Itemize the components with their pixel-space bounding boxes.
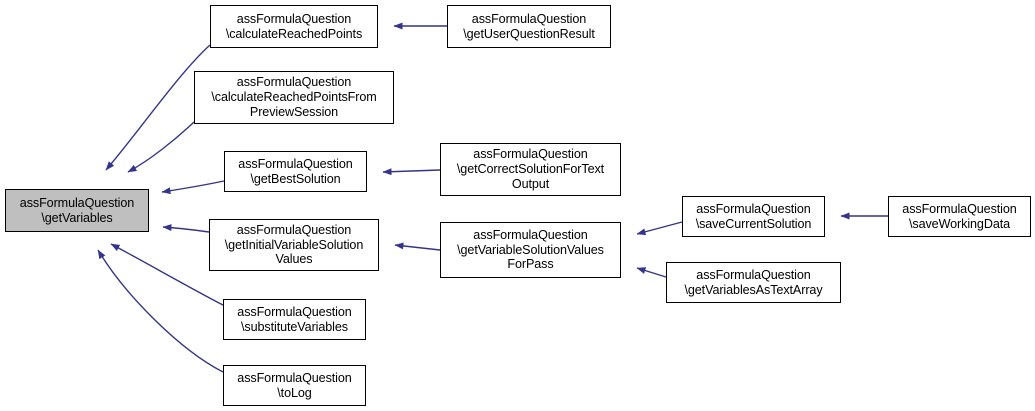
- graph-node-label: assFormulaQuestion \getVariables: [19, 195, 135, 225]
- graph-node-label: assFormulaQuestion \toLog: [237, 370, 352, 400]
- graph-edge-saveCurrentSolution-to-getVariableSolutionValuesForPass: [636, 221, 683, 236]
- graph-node-label: assFormulaQuestion \calculateReachedPoin…: [225, 11, 363, 41]
- graph-edge-getCorrectSolutionForTextOutput-to-getBestSolution: [382, 168, 441, 176]
- graph-node-label: assFormulaQuestion \calculateReachedPoin…: [211, 75, 377, 119]
- graph-node-getInitialVariableSolutionValues[interactable]: assFormulaQuestion \getInitialVariableSo…: [209, 219, 379, 271]
- graph-edge-toLog-to-getVariables: [97, 249, 224, 373]
- graph-node-substituteVariables[interactable]: assFormulaQuestion \substituteVariables: [223, 299, 366, 340]
- graph-node-calculateReachedPoints[interactable]: assFormulaQuestion \calculateReachedPoin…: [210, 5, 378, 48]
- graph-edge-substituteVariables-to-getVariables: [110, 243, 224, 306]
- graph-node-label: assFormulaQuestion \saveCurrentSolution: [695, 201, 812, 231]
- graph-node-getVariablesAsTextArray[interactable]: assFormulaQuestion \getVariablesAsTextAr…: [666, 262, 841, 303]
- graph-node-getVariables[interactable]: assFormulaQuestion \getVariables: [5, 189, 149, 232]
- graph-node-label: assFormulaQuestion \saveWorkingData: [902, 201, 1017, 231]
- graph-node-saveWorkingData[interactable]: assFormulaQuestion \saveWorkingData: [888, 196, 1031, 237]
- graph-node-label: assFormulaQuestion \getVariablesAsTextAr…: [684, 267, 823, 297]
- graph-edge-calculateReachedPointsFromPreviewSession-to-getVariables: [127, 121, 195, 173]
- graph-edge-calculateReachedPoints-to-getVariables: [105, 44, 211, 171]
- graph-node-calculateReachedPointsFromPreviewSession[interactable]: assFormulaQuestion \calculateReachedPoin…: [194, 71, 394, 124]
- graph-node-label: assFormulaQuestion \substituteVariables: [237, 304, 352, 334]
- graph-node-label: assFormulaQuestion \getUserQuestionResul…: [463, 11, 595, 41]
- graph-node-getBestSolution[interactable]: assFormulaQuestion \getBestSolution: [224, 151, 367, 192]
- graph-node-label: assFormulaQuestion \getBestSolution: [238, 156, 353, 186]
- graph-edge-getInitialVariableSolutionValues-to-getVariables: [162, 224, 210, 233]
- graph-edge-getVariableSolutionValuesForPass-to-getInitialVariableSolutionValues: [394, 242, 441, 251]
- graph-node-saveCurrentSolution[interactable]: assFormulaQuestion \saveCurrentSolution: [682, 196, 825, 237]
- graph-edges: [97, 22, 888, 373]
- graph-node-label: assFormulaQuestion \getCorrectSolutionFo…: [456, 147, 605, 191]
- graph-node-getUserQuestionResult[interactable]: assFormulaQuestion \getUserQuestionResul…: [447, 5, 611, 48]
- graph-node-getCorrectSolutionForTextOutput[interactable]: assFormulaQuestion \getCorrectSolutionFo…: [440, 143, 621, 196]
- graph-edge-getBestSolution-to-getVariables: [161, 180, 225, 195]
- graph-node-label: assFormulaQuestion \getInitialVariableSo…: [224, 222, 364, 267]
- graph-node-toLog[interactable]: assFormulaQuestion \toLog: [223, 365, 366, 406]
- graph-node-label: assFormulaQuestion \getVariableSolutionV…: [457, 227, 604, 272]
- graph-edge-getVariablesAsTextArray-to-getVariableSolutionValuesForPass: [636, 267, 667, 278]
- graph-node-getVariableSolutionValuesForPass[interactable]: assFormulaQuestion \getVariableSolutionV…: [440, 222, 621, 278]
